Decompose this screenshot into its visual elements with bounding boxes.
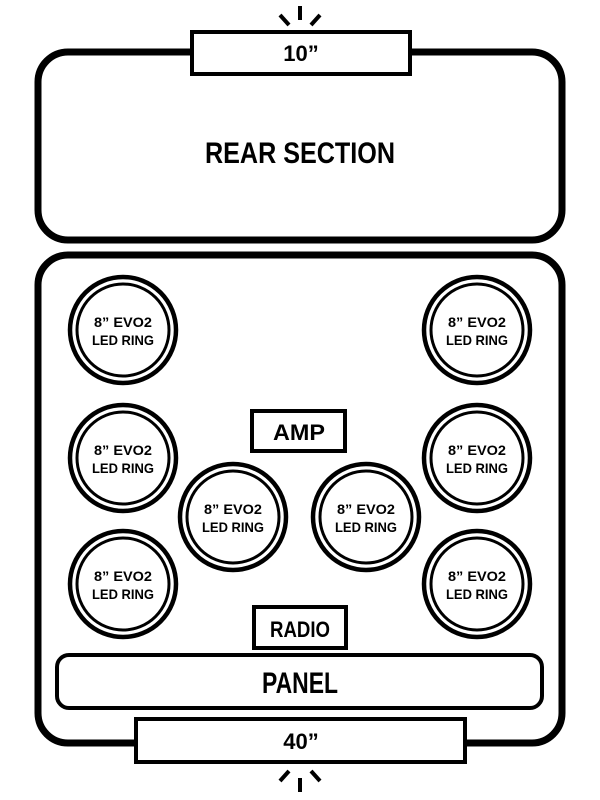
led-ring-inner-circle bbox=[75, 282, 171, 378]
led-ring-outer-circle bbox=[67, 528, 179, 640]
led-ring-label-line2: LED RING bbox=[92, 586, 154, 602]
rear-width-label: 10” bbox=[283, 41, 318, 66]
panel-label: PANEL bbox=[262, 667, 338, 700]
led-ring-outer-circle bbox=[177, 461, 289, 573]
led-ring-inner-circle bbox=[429, 410, 525, 506]
led-ring-label-line1: 8” EVO2 bbox=[94, 568, 152, 584]
bottom-light-rays-icon bbox=[278, 769, 322, 792]
led-ring-outer-circle bbox=[67, 402, 179, 514]
radio-label: RADIO bbox=[270, 617, 330, 642]
led-ring-label-line1: 8” EVO2 bbox=[204, 501, 262, 517]
led-ring-label-line2: LED RING bbox=[446, 586, 508, 602]
led-ring-label-line1: 8” EVO2 bbox=[448, 442, 506, 458]
main-width-label: 40” bbox=[283, 729, 318, 754]
led-ring-label-line2: LED RING bbox=[92, 460, 154, 476]
led-ring-label-line2: LED RING bbox=[446, 460, 508, 476]
led-ring-inner-circle bbox=[429, 282, 525, 378]
led-ring-label-line2: LED RING bbox=[446, 332, 508, 348]
top-light-rays-icon bbox=[278, 6, 322, 27]
led-ring-label-line2: LED RING bbox=[202, 519, 264, 535]
led-ring-outer-circle bbox=[67, 274, 179, 386]
amp-box bbox=[250, 409, 347, 453]
led-ring-label-line1: 8” EVO2 bbox=[94, 442, 152, 458]
led-ring-inner-circle bbox=[75, 410, 171, 506]
led-ring-inner-circle bbox=[318, 469, 414, 565]
led-ring-label-line2: LED RING bbox=[335, 519, 397, 535]
rear-section-label: REAR SECTION bbox=[205, 137, 395, 170]
led-ring-label-line1: 8” EVO2 bbox=[94, 314, 152, 330]
led-ring-label-line2: LED RING bbox=[92, 332, 154, 348]
panel-box bbox=[55, 653, 544, 710]
led-ring-inner-circle bbox=[429, 536, 525, 632]
led-ring-outer-circle bbox=[421, 274, 533, 386]
led-ring-outer-circle bbox=[421, 528, 533, 640]
led-ring-label-line1: 8” EVO2 bbox=[337, 501, 395, 517]
led-ring-label-line1: 8” EVO2 bbox=[448, 314, 506, 330]
main-width-box bbox=[134, 717, 467, 764]
led-ring-outer-circle bbox=[421, 402, 533, 514]
rear-width-box bbox=[190, 30, 412, 76]
led-ring-label-line1: 8” EVO2 bbox=[448, 568, 506, 584]
led-ring-inner-circle bbox=[185, 469, 281, 565]
led-ring-outer-circle bbox=[310, 461, 422, 573]
led-ring-inner-circle bbox=[75, 536, 171, 632]
radio-box bbox=[252, 605, 348, 650]
amp-label: AMP bbox=[273, 420, 325, 445]
